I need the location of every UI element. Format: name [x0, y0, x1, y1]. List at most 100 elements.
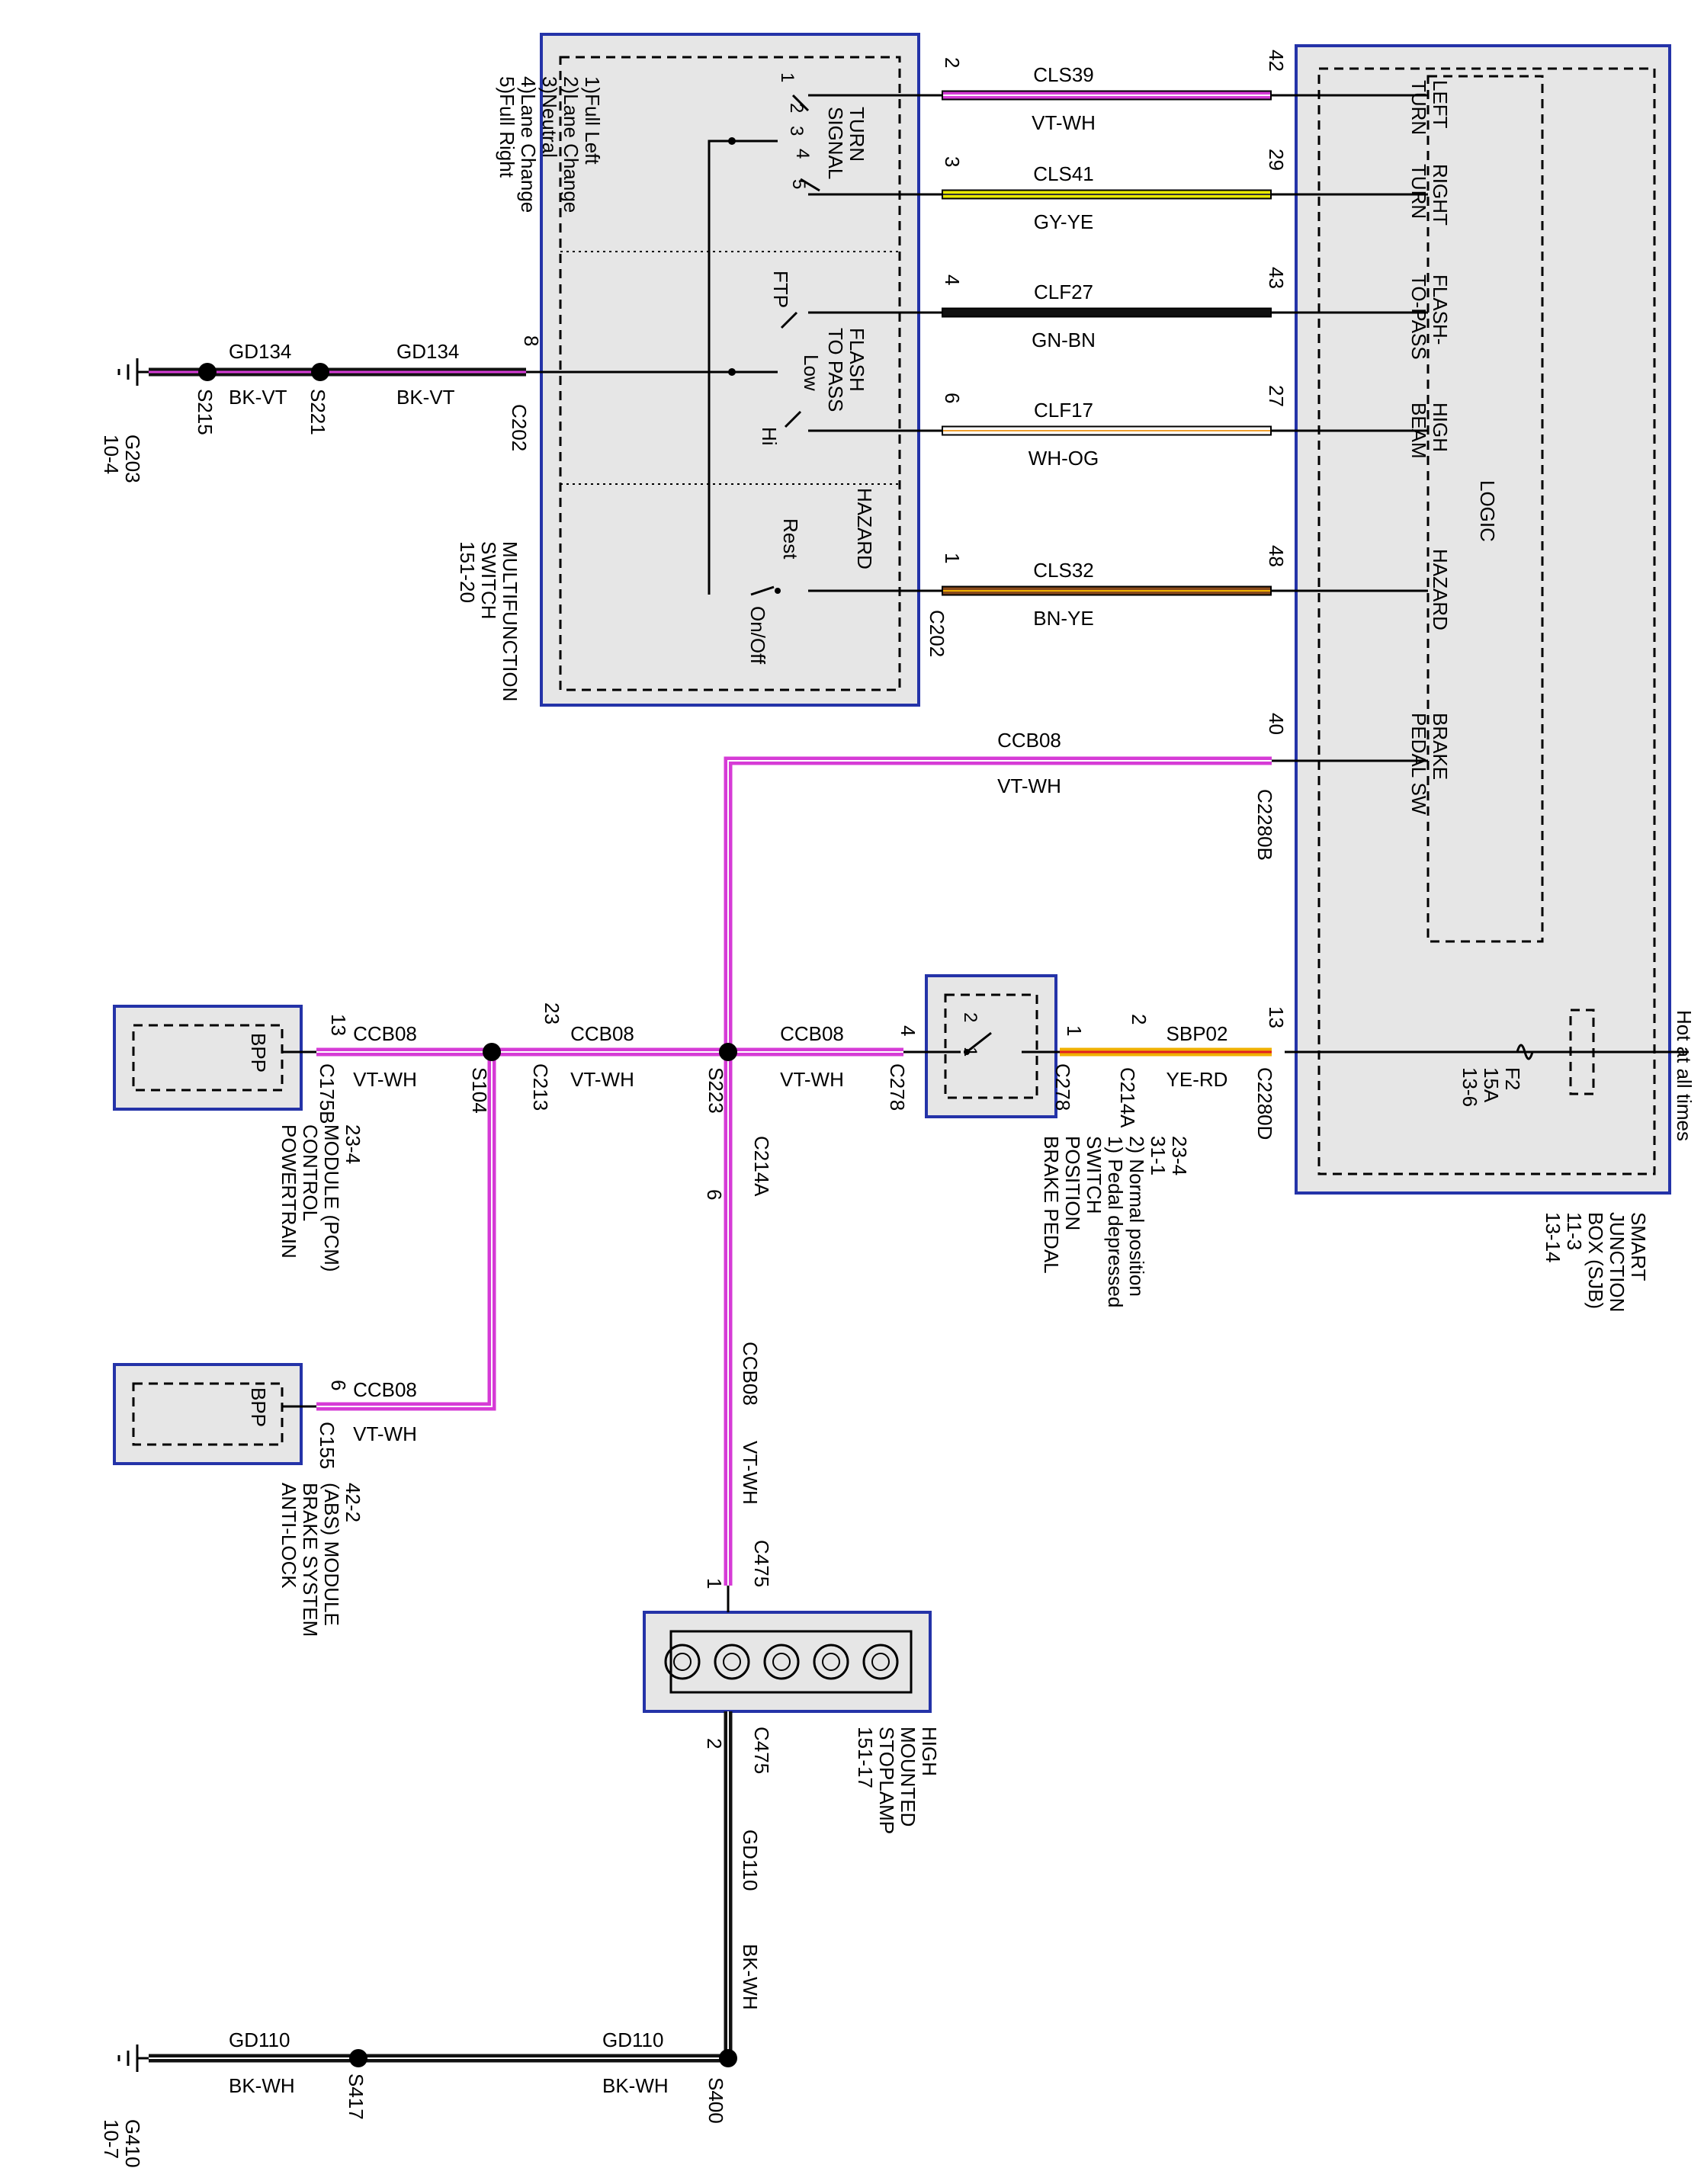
splice-s223-label: S223: [704, 1067, 727, 1114]
pcm-connector: C175B: [316, 1063, 339, 1124]
position-4: 4)Lane Change: [517, 76, 540, 213]
svg-text:SIGNAL: SIGNAL: [824, 107, 847, 179]
svg-text:2) Normal position: 2) Normal position: [1125, 1136, 1148, 1297]
brake-w3-color: VT-WH: [780, 1068, 844, 1091]
svg-text:42-2: 42-2: [342, 1483, 364, 1522]
svg-text:HIGH: HIGH: [918, 1727, 941, 1776]
brake-w3-circuit: CCB08: [780, 1022, 844, 1045]
stoplamp-bulb-icon: [763, 1644, 800, 1680]
wire-color-label: GY-YE: [1034, 210, 1094, 233]
gd110-wire: [149, 1711, 733, 2063]
sjb-brake-pedal-sw-label: BRAKE PEDAL SW: [1407, 713, 1452, 815]
svg-text:MODULE (PCM): MODULE (PCM): [320, 1124, 343, 1272]
splice-s221: [311, 363, 329, 381]
c475-connector-top: C475: [750, 1540, 773, 1587]
svg-text:BRAKE SYSTEM: BRAKE SYSTEM: [299, 1483, 322, 1637]
stoplamp-bulb-icon: [813, 1644, 849, 1680]
wire-circuit-label: CLS41: [1033, 162, 1094, 185]
position-2: 2)Lane Change: [560, 76, 582, 213]
svg-text:POWERTRAIN: POWERTRAIN: [278, 1124, 300, 1259]
svg-text:(ABS) MODULE: (ABS) MODULE: [320, 1483, 343, 1626]
splice-s417-label: S417: [345, 2073, 367, 2120]
svg-text:151-17: 151-17: [854, 1727, 877, 1788]
vertical-color: VT-WH: [739, 1441, 762, 1505]
splice-s215: [198, 363, 217, 381]
splice-s221-label: S221: [306, 389, 329, 435]
abs-pin: 6: [327, 1380, 350, 1390]
hazard-switch-label: HAZARD: [853, 488, 876, 569]
abs-connector: C155: [316, 1422, 339, 1469]
svg-text:JUNCTION: JUNCTION: [1606, 1212, 1629, 1312]
wire-circuit-label: CLS39: [1033, 63, 1094, 86]
svg-text:G203: G203: [121, 435, 144, 483]
gd134-color-2: BK-VT: [396, 386, 455, 409]
brake-w1-circuit: CCB08: [353, 1022, 417, 1045]
svg-text:2)Lane Change: 2)Lane Change: [560, 76, 582, 213]
c475-connector-bottom: C475: [750, 1727, 773, 1774]
c278-pin-4: 4: [897, 1025, 919, 1036]
svg-text:STOPLAMP: STOPLAMP: [875, 1727, 898, 1834]
c278-pin-1: 1: [1063, 1025, 1086, 1036]
pcm-bpp-label: BPP: [247, 1033, 270, 1073]
c202-label-right: C202: [926, 610, 948, 657]
wire-circuit-label: CLF27: [1034, 281, 1093, 303]
svg-text:1: 1: [777, 72, 797, 82]
wire-pin-left: 6: [941, 393, 964, 403]
pcm-name: POWERTRAIN CONTROL MODULE (PCM) 23-4: [278, 1124, 364, 1272]
sjb-name: SMART JUNCTION BOX (SJB) 11-3 13-14: [1542, 1212, 1650, 1312]
bpp-switch-name: BRAKE PEDAL POSITION SWITCH 1) Pedal dep…: [1040, 1136, 1191, 1307]
svg-text:FLASH: FLASH: [846, 328, 868, 392]
svg-text:SMART: SMART: [1627, 1212, 1650, 1281]
gd110-vertical-color: BK-WH: [739, 1944, 762, 2010]
position-3: 3)Neutral: [538, 76, 561, 158]
c213-pin: 23: [541, 1002, 563, 1025]
c214a-pin-2: 2: [1128, 1014, 1150, 1025]
brake-w1-color: VT-WH: [353, 1068, 417, 1091]
svg-text:4: 4: [792, 149, 813, 159]
fuse-f2-label: F2 15A 13-6: [1459, 1067, 1524, 1107]
svg-text:TO-PASS: TO-PASS: [1407, 274, 1430, 360]
abs-wire-center: [316, 1052, 493, 1407]
svg-text:2: 2: [960, 1012, 980, 1022]
brake-pedal-position-switch: [903, 974, 1060, 1118]
gd134-circuit-1: GD134: [229, 340, 291, 363]
wire-color-label: GN-BN: [1032, 329, 1096, 351]
svg-text:1)Full Left: 1)Full Left: [581, 76, 604, 165]
sjb-high-beam-label: HIGH BEAM: [1407, 402, 1452, 459]
abs-wire-circuit: CCB08: [353, 1378, 417, 1401]
svg-text:LEFT: LEFT: [1429, 80, 1452, 129]
c214a-pin-6: 6: [703, 1189, 726, 1200]
sjb-flash-to-pass-label: FLASH- TO-PASS: [1407, 274, 1452, 360]
gd110-circuit-2: GD110: [602, 2028, 663, 2051]
stoplamp-bulb-filament: [871, 1653, 890, 1671]
splice-s215-label: S215: [194, 389, 217, 435]
svg-text:HIGH: HIGH: [1429, 402, 1452, 452]
gd110-color-1: BK-WH: [229, 2074, 295, 2097]
c214a-vertical-connector: C214A: [750, 1136, 773, 1197]
svg-text:23-4: 23-4: [342, 1124, 364, 1164]
switch-positions: 1)Full Left 2)Lane Change 3)Neutral 4)La…: [496, 76, 604, 213]
svg-text:G410: G410: [121, 2119, 144, 2168]
gd110-color-2: BK-WH: [602, 2074, 669, 2097]
c202-label-left: C202: [508, 404, 531, 451]
gd110-circuit-1: GD110: [229, 2028, 290, 2051]
ccb08-main-wire-center: [727, 760, 1272, 1052]
sbp02-color: YE-RD: [1166, 1068, 1228, 1091]
brake-w2-circuit: CCB08: [570, 1022, 634, 1045]
svg-text:1: 1: [960, 1047, 980, 1057]
c278-connector-right: C278: [1051, 1063, 1074, 1111]
svg-text:BRAKE: BRAKE: [1429, 713, 1452, 780]
gd134-color-1: BK-VT: [229, 386, 287, 409]
svg-text:1) Pedal depressed: 1) Pedal depressed: [1104, 1136, 1127, 1307]
svg-text:BEAM: BEAM: [1407, 402, 1430, 459]
pcm-pin: 13: [327, 1014, 350, 1036]
c214a-connector: C214A: [1116, 1067, 1139, 1128]
svg-text:23-4: 23-4: [1168, 1136, 1191, 1175]
stoplamp-bulb-icon: [862, 1644, 899, 1680]
stoplamp-module: [643, 1586, 932, 1713]
hot-at-all-times-label: Hot at all times: [1673, 1010, 1696, 1141]
wire-circuit-label: CLS32: [1033, 559, 1094, 582]
svg-text:15A: 15A: [1480, 1067, 1503, 1103]
gd110-wire-center: [149, 1711, 729, 2059]
